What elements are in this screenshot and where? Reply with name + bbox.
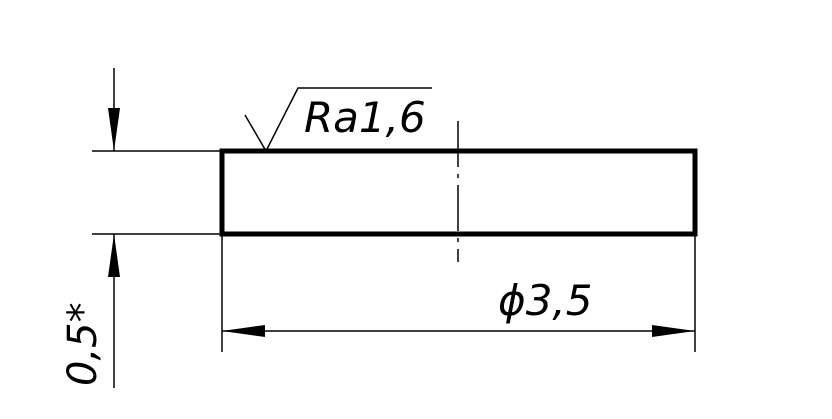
thickness-arrow-top (108, 108, 120, 151)
thickness-arrow-bottom (108, 234, 120, 277)
diameter-arrow-right (652, 325, 695, 337)
diameter-arrow-left (222, 325, 265, 337)
thickness-label: 0,5* (60, 302, 106, 386)
diameter-label: ϕ3,5 (498, 276, 593, 325)
surface-finish-symbol (244, 87, 432, 153)
surface-finish-label: Ra1,6 (304, 93, 426, 142)
